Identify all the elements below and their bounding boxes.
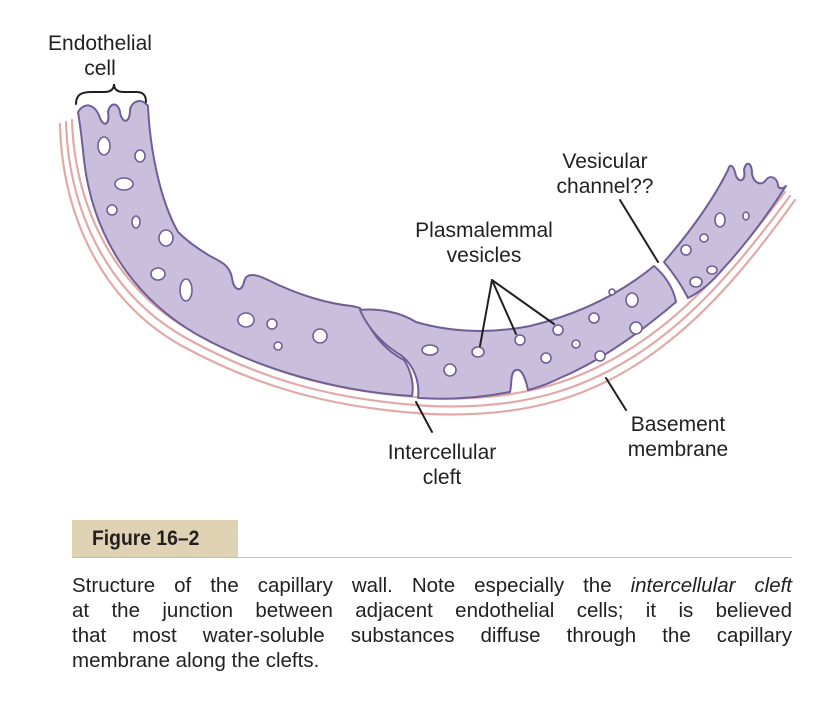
leader-vesicles-1 (479, 279, 493, 347)
endothelial-cell-bracket (75, 83, 147, 105)
leader-lines (415, 199, 659, 433)
label-endothelial-cell-line2: cell (84, 57, 116, 80)
capillary-wall-diagram (58, 83, 797, 433)
caption-line-1-text: Structure of the capillary wall. Note es… (72, 574, 631, 597)
caption-line-3: that most water-soluble substances diffu… (72, 624, 792, 647)
label-vesicular-channel: Vesicular channel?? (540, 149, 670, 199)
label-plasmalemmal-vesicles-line2: vesicles (446, 244, 522, 267)
caption-line-1: Structure of the capillary wall. Note es… (72, 573, 792, 598)
label-intercellular-cleft: Intercellular cleft (366, 440, 518, 490)
label-plasmalemmal-vesicles-line1: Plasmalemmal (415, 219, 553, 242)
label-vesicular-channel-line1: Vesicular (562, 150, 648, 173)
plasmalemmal-vesicles (97, 136, 750, 377)
endothelial-cell-left (77, 100, 414, 397)
figure-caption: Structure of the capillary wall. Note es… (72, 573, 792, 673)
label-plasmalemmal-vesicles: Plasmalemmal vesicles (394, 218, 574, 268)
caption-line-4: membrane along the clefts. (72, 649, 320, 672)
caption-line-2: at the junction between adjacent endothe… (72, 599, 792, 622)
figure-title-tab: Figure 16–2 (72, 520, 238, 557)
figure-title: Figure 16–2 (92, 527, 200, 550)
endothelial-cell-middle (359, 265, 677, 400)
label-basement-membrane: Basement membrane (606, 412, 750, 462)
label-intercellular-cleft-line2: cleft (422, 466, 462, 489)
label-endothelial-cell: Endothelial cell (44, 31, 156, 81)
caption-emphasis: intercellular cleft (630, 574, 792, 597)
figure-header-bar: Figure 16–2 (72, 520, 792, 558)
leader-intercellular-cleft (415, 401, 433, 433)
leader-vesicles-2 (491, 279, 517, 335)
label-vesicular-channel-line2: channel?? (556, 175, 654, 198)
label-endothelial-cell-line1: Endothelial (48, 32, 152, 55)
label-basement-membrane-line1: Basement (630, 413, 726, 436)
leader-vesicular-channel (619, 199, 659, 263)
label-basement-membrane-line2: membrane (627, 438, 729, 461)
leader-basement-membrane (605, 377, 627, 411)
leader-vesicles-3 (491, 279, 555, 325)
endothelial-cell-right (663, 162, 787, 299)
label-intercellular-cleft-line1: Intercellular (387, 441, 497, 464)
